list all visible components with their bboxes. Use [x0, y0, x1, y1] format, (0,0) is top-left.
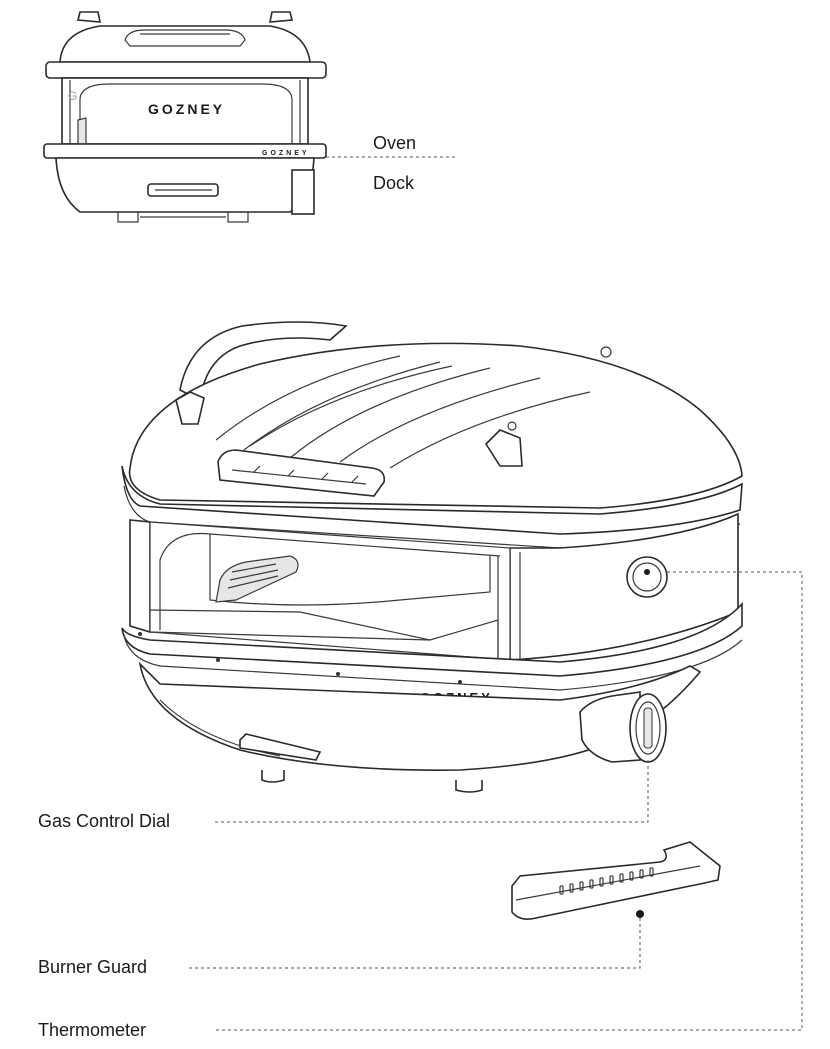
label-oven: Oven — [373, 133, 417, 153]
callout-leader-lines — [186, 571, 803, 1031]
front-view-band-logo: GOZNEY — [262, 150, 310, 157]
front-view-oven-logo: GOZNEY — [148, 101, 225, 117]
thermometer-leader — [214, 571, 803, 1031]
front-view-logo-mark: G — [68, 89, 77, 103]
label-burner-guard: Burner Guard — [38, 957, 148, 977]
label-dock: Dock — [373, 173, 415, 193]
burner-guard-illustration — [511, 841, 721, 920]
label-thermometer: Thermometer — [38, 1020, 147, 1040]
front-view-oven-illustration: G GOZNEY GOZNEY — [43, 11, 327, 223]
burner-guard-leader — [186, 918, 641, 969]
burner-guard-vents — [559, 867, 654, 895]
label-gas-control-dial: Gas Control Dial — [38, 811, 171, 831]
gas-control-dial-leader — [214, 760, 649, 823]
isometric-oven-illustration: GOZNEY — [121, 321, 743, 793]
